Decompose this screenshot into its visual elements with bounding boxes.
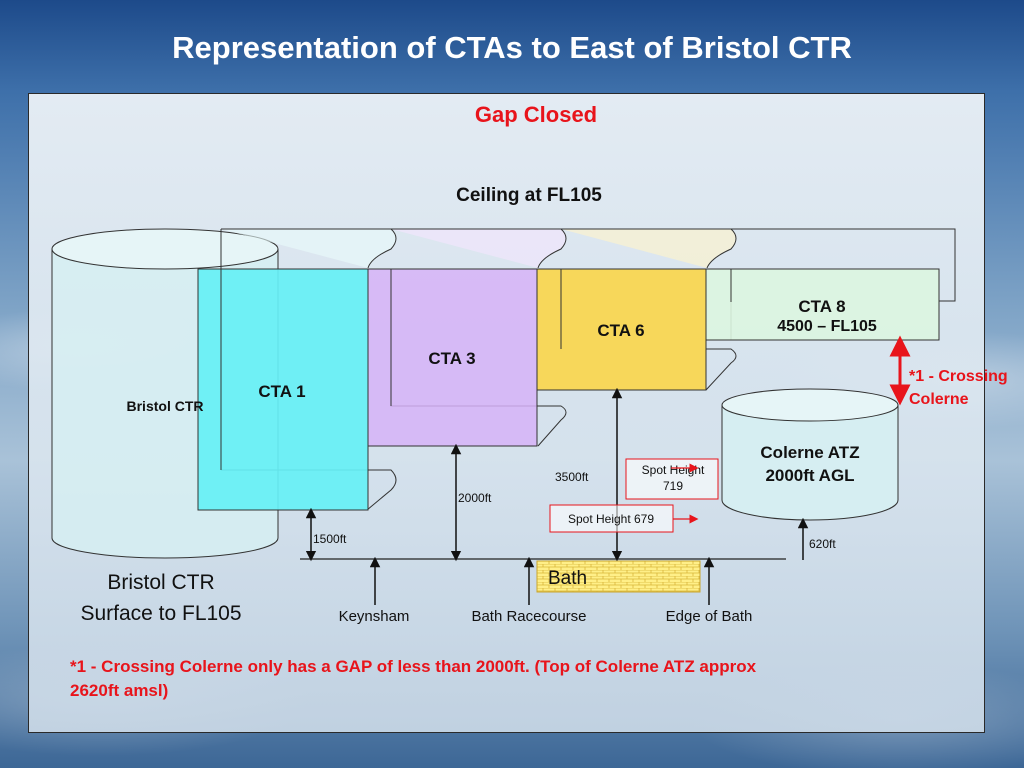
cta1-label: CTA 1	[258, 382, 305, 401]
label-2000ft: 2000ft	[458, 491, 492, 505]
bath-label: Bath	[548, 568, 587, 589]
cta-back-outlines	[220, 228, 956, 511]
bath-racecourse-label: Bath Racecourse	[471, 608, 586, 625]
spot-height-719-box	[625, 458, 719, 500]
label-1500ft: 1500ft	[313, 532, 347, 546]
bristol-ctr-caption-line1: Bristol CTR	[107, 571, 214, 594]
bath-area	[536, 560, 701, 593]
cta3-block	[367, 268, 538, 447]
spot-height-719-line1: Spot Height	[642, 463, 705, 477]
crossing-note-line1: *1 - Crossing	[909, 368, 1008, 385]
cta8-block	[705, 268, 940, 341]
label-620ft: 620ft	[809, 537, 836, 551]
cta1-block	[197, 268, 369, 511]
colerne-atz-cylinder	[721, 388, 899, 521]
cta-inner-lines	[220, 269, 732, 470]
footnote-line2: 2620ft amsl)	[70, 681, 168, 700]
cta3-label: CTA 3	[428, 349, 475, 368]
slide-title: Representation of CTAs to East of Bristo…	[172, 30, 852, 65]
cta6-label: CTA 6	[597, 321, 644, 340]
ceiling-label: Ceiling at FL105	[456, 185, 602, 206]
colerne-atz-label: Colerne ATZ	[760, 443, 859, 462]
footnote-line1: *1 - Crossing Colerne only has a GAP of …	[70, 657, 757, 676]
spot-height-679-box	[549, 504, 674, 533]
colerne-atz-height: 2000ft AGL	[765, 466, 854, 485]
cta8-range: 4500 – FL105	[777, 318, 877, 335]
label-3500ft: 3500ft	[555, 470, 589, 484]
gap-closed-heading: Gap Closed	[475, 102, 597, 127]
keynsham-label: Keynsham	[339, 608, 410, 625]
crossing-note-line2: Colerne	[909, 391, 969, 408]
bristol-ctr-inner-label: Bristol CTR	[127, 398, 204, 414]
edge-of-bath-label: Edge of Bath	[666, 608, 753, 625]
cta8-label: CTA 8	[798, 297, 845, 316]
bristol-ctr-caption-line2: Surface to FL105	[80, 602, 241, 625]
spot-height-719-line2: 719	[663, 479, 683, 493]
spot-height-679-label: Spot Height 679	[568, 512, 654, 526]
